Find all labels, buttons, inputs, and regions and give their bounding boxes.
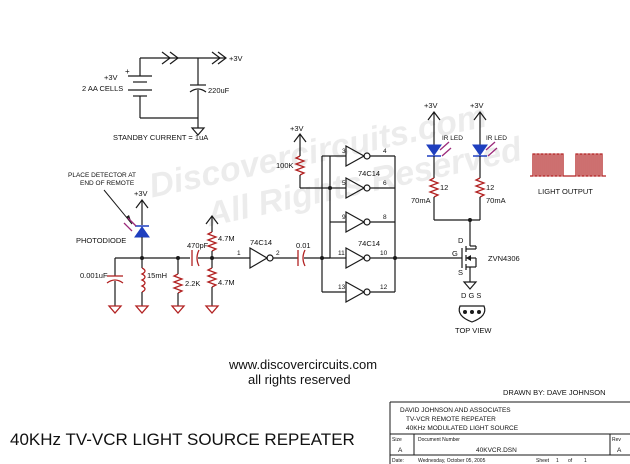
cap-001-label: 0.01 bbox=[296, 241, 311, 250]
mosfet-pin-d: D bbox=[458, 236, 464, 245]
battery-desc-label: 2 AA CELLS bbox=[82, 84, 123, 93]
resistor-4m7-top bbox=[206, 231, 218, 252]
size-label: Size bbox=[392, 437, 402, 443]
inverter-74c14-1 bbox=[249, 246, 274, 270]
inductor-label: 15mH bbox=[147, 271, 167, 280]
standby-current-label: STANDBY CURRENT = 1uA bbox=[113, 133, 208, 142]
current-left-label: 70mA bbox=[411, 196, 431, 205]
mosfet-zvn4306 bbox=[460, 220, 477, 282]
pin-5: 5 bbox=[342, 180, 346, 187]
detector-note-line1: PLACE DETECTOR AT bbox=[68, 172, 136, 179]
capacitor-220uf bbox=[189, 84, 207, 93]
oscillator-section: +3V 100K bbox=[276, 124, 460, 304]
top-view-label: TOP VIEW bbox=[455, 326, 492, 335]
mosfet-label: ZVN4306 bbox=[488, 254, 520, 263]
sheet-label: Sheet bbox=[536, 458, 550, 464]
photodiode-symbol bbox=[123, 217, 150, 238]
light-output-label: LIGHT OUTPUT bbox=[538, 187, 593, 196]
package-pins-label: D G S bbox=[461, 291, 481, 300]
pin-8: 8 bbox=[383, 214, 387, 221]
ir-led-right-label: IR LED bbox=[486, 135, 507, 142]
title-line2: TV-VCR REMOTE REPEATER bbox=[406, 416, 496, 423]
website-text: www.discovercircuits.com bbox=[228, 357, 377, 372]
inverter1-label: 74C14 bbox=[250, 238, 272, 247]
pin-13: 13 bbox=[338, 284, 346, 291]
current-right-label: 70mA bbox=[486, 196, 506, 205]
pin-9: 9 bbox=[342, 214, 346, 221]
resistor-4m7-bot-label: 4.7M bbox=[218, 278, 235, 287]
of-label: of bbox=[568, 458, 573, 464]
rights-text: all rights reserved bbox=[248, 372, 351, 387]
power-supply-section: + +3V 2 AA CELLS 220uF +3V STANDBY CURRE… bbox=[82, 51, 243, 142]
resistor-12-left-label: 12 bbox=[440, 183, 448, 192]
inverter1-pin-out: 2 bbox=[276, 250, 280, 257]
battery-voltage-label: +3V bbox=[104, 73, 118, 82]
resistor-100k bbox=[294, 155, 306, 176]
resistor-100k-label: 100K bbox=[276, 161, 294, 170]
size-value: A bbox=[398, 447, 403, 454]
date-value: Wednesday, October 05, 2005 bbox=[418, 458, 486, 464]
title-block: DAVID JOHNSON AND ASSOCIATES TV-VCR REMO… bbox=[389, 401, 630, 464]
pin-3: 3 bbox=[342, 148, 346, 155]
mosfet-pin-g: G bbox=[452, 249, 458, 258]
light-output-waveform bbox=[530, 153, 606, 177]
resistor-12-right bbox=[474, 177, 486, 198]
pin-4: 4 bbox=[383, 148, 387, 155]
gate-label-top: 74C14 bbox=[358, 169, 380, 178]
docnum-value: 40KVCR.DSN bbox=[476, 447, 517, 454]
supply-rail-label: +3V bbox=[229, 54, 243, 63]
gate-label-bottom: 74C14 bbox=[358, 239, 380, 248]
resistor-12-left bbox=[428, 177, 440, 198]
of-value: 1 bbox=[584, 458, 587, 464]
ir-led-left-label: IR LED bbox=[442, 135, 463, 142]
inductor-15mh bbox=[140, 267, 146, 293]
pin-11: 11 bbox=[338, 250, 345, 257]
ground-symbol bbox=[190, 127, 206, 136]
resistor-4m7-bot bbox=[206, 267, 218, 288]
cap-input-label: 0.001uF bbox=[80, 271, 108, 280]
drawn-by-label: DRAWN BY: DAVE JOHNSON bbox=[503, 388, 606, 397]
output-supply-left: +3V bbox=[424, 101, 438, 110]
rev-label: Rev bbox=[612, 437, 621, 443]
resistor-4m7-top-label: 4.7M bbox=[218, 234, 235, 243]
mosfet-ground bbox=[462, 281, 478, 290]
pin-12: 12 bbox=[380, 284, 388, 291]
svg-text:+: + bbox=[125, 67, 130, 76]
docnum-label: Document Number bbox=[418, 437, 460, 443]
output-supply-right: +3V bbox=[470, 101, 484, 110]
to92-package: D G S bbox=[458, 291, 486, 323]
schematic-title: 40KHz TV-VCR LIGHT SOURCE REPEATER bbox=[10, 430, 355, 449]
resistor-2k2-label: 2.2K bbox=[185, 279, 200, 288]
mosfet-pin-s: S bbox=[458, 268, 463, 277]
title-line3: 40KHz MODULATED LIGHT SOURCE bbox=[406, 425, 519, 432]
oscillator-supply-label: +3V bbox=[290, 124, 304, 133]
detector-section: PLACE DETECTOR AT END OF REMOTE +3V PHOT… bbox=[68, 172, 330, 314]
resistor-2k2 bbox=[172, 273, 184, 294]
photodiode-label: PHOTODIODE bbox=[76, 236, 126, 245]
battery-symbol: + bbox=[125, 67, 152, 97]
pin-10: 10 bbox=[380, 250, 388, 257]
cap-220uf-label: 220uF bbox=[208, 86, 230, 95]
detector-supply-label: +3V bbox=[134, 189, 148, 198]
company-name: DAVID JOHNSON AND ASSOCIATES bbox=[400, 407, 511, 414]
rev-value: A bbox=[617, 447, 622, 454]
date-label: Date: bbox=[392, 458, 404, 464]
inverter1-pin-in: 1 bbox=[237, 250, 241, 257]
detector-note-line2: END OF REMOTE bbox=[80, 180, 135, 187]
cap-470pf-label: 470pF bbox=[187, 241, 209, 250]
pin-6: 6 bbox=[383, 180, 387, 187]
output-section: +3V IR LED 12 70mA +3V IR LED 12 70mA bbox=[411, 101, 606, 335]
resistor-12-right-label: 12 bbox=[486, 183, 494, 192]
sheet-value: 1 bbox=[556, 458, 559, 464]
